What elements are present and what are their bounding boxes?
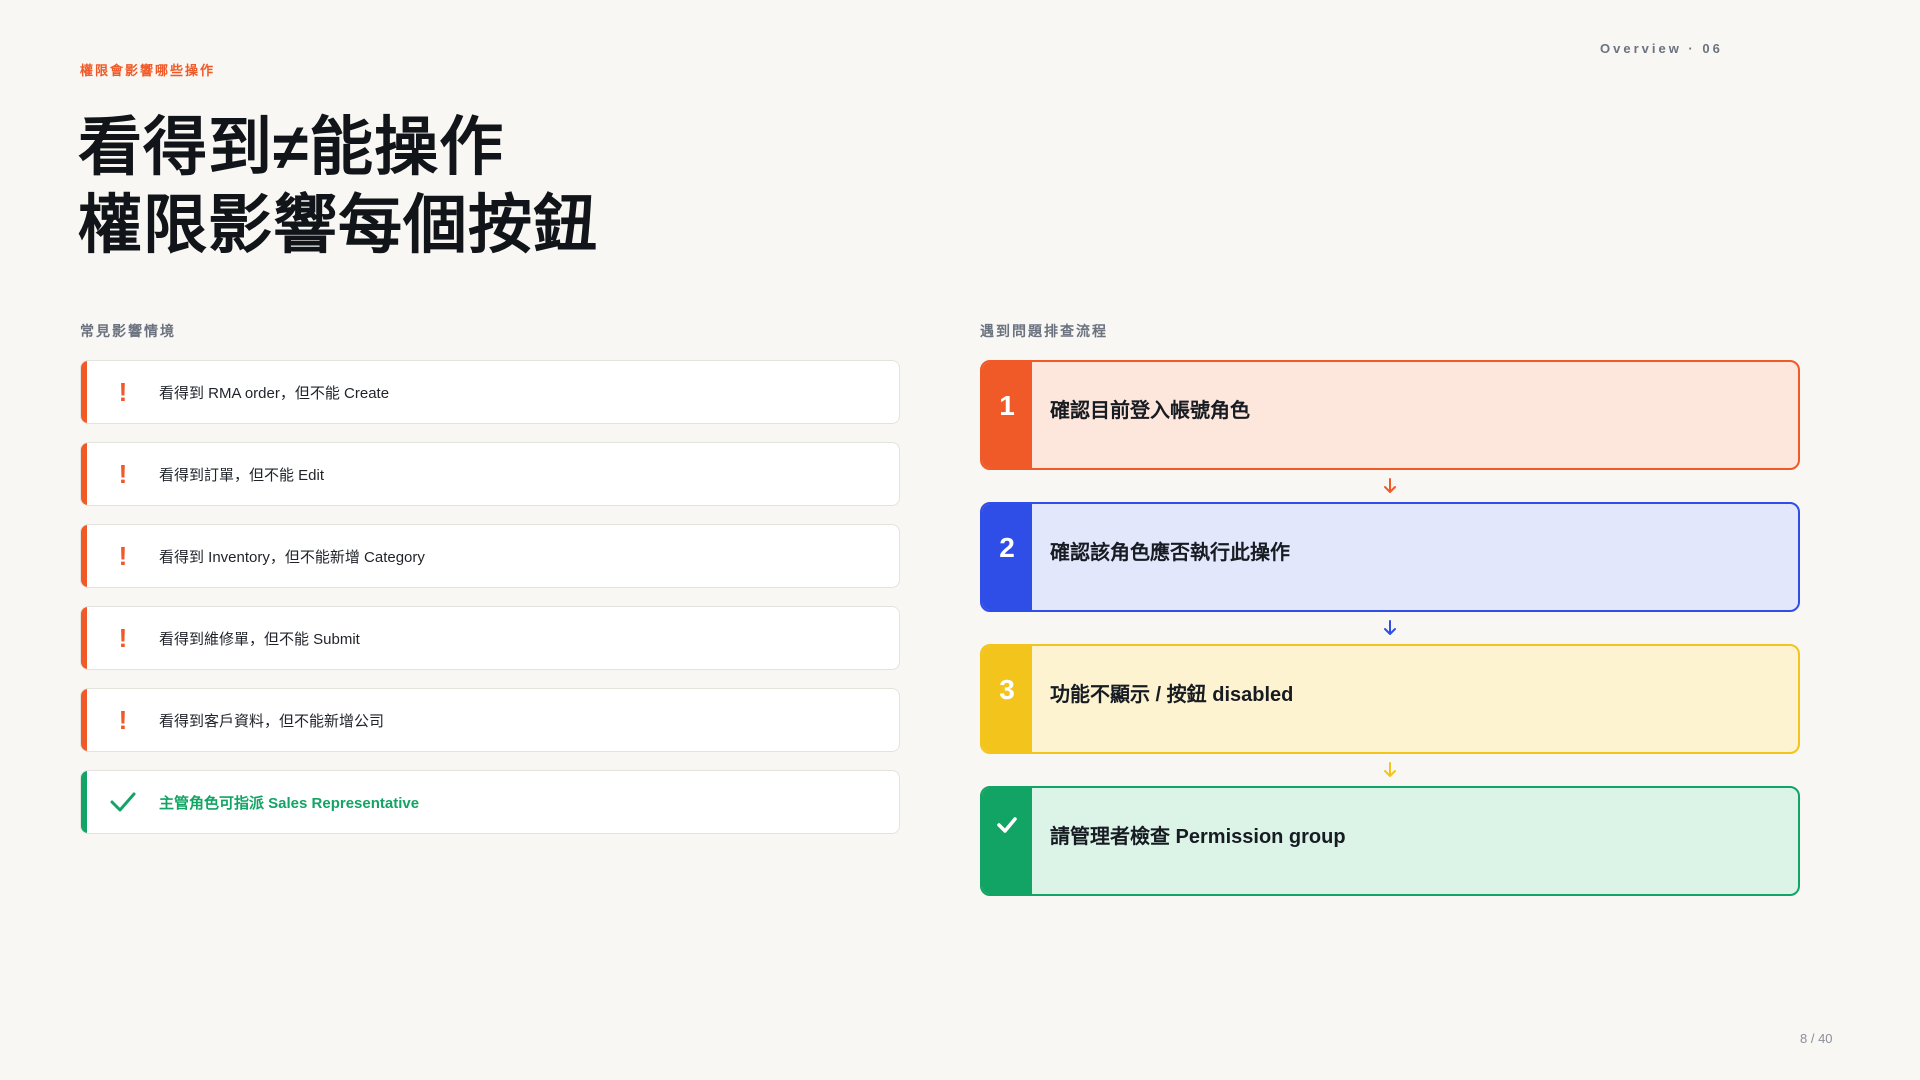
step-text: 確認目前登入帳號角色 (1050, 400, 1250, 422)
checkmark-icon (982, 788, 1032, 894)
step-connector (980, 754, 1800, 786)
exclamation-icon: ! (118, 622, 128, 653)
page-title-line-2: 權限影響每個按鈕 (78, 189, 598, 261)
step-number: 2 (982, 504, 1032, 610)
issue-accent-bar (81, 525, 87, 587)
arrow-down-icon (1384, 478, 1396, 493)
exclamation-icon: ! (118, 458, 128, 489)
issue-item: ! 看得到 RMA order，但不能 Create (80, 360, 900, 424)
page-title: 看得到≠能操作 權限影響每個按鈕 (78, 108, 598, 264)
exclamation-icon: ! (118, 704, 128, 735)
issue-text: 看得到維修單，但不能 Submit (159, 630, 360, 648)
checkmark-icon (103, 792, 143, 812)
issue-item: ! 看得到訂單，但不能 Edit (80, 442, 900, 506)
troubleshooting-steps: 1 確認目前登入帳號角色 2 確認該角色應否執行此操作 3 功能不顯示 / 按鈕… (980, 360, 1800, 896)
issue-accent-bar (81, 689, 87, 751)
issue-text: 看得到客戶資料，但不能新增公司 (159, 712, 385, 730)
section-meta: Overview · 06 (1600, 41, 1723, 56)
step-card-4: 請管理者檢查 Permission group (980, 786, 1800, 896)
steps-section-label: 遇到問題排查流程 (980, 323, 1108, 339)
issue-item: ! 看得到 Inventory，但不能新增 Category (80, 524, 900, 588)
issue-accent-bar (81, 607, 87, 669)
exclamation-icon: ! (118, 540, 128, 571)
issue-text: 看得到訂單，但不能 Edit (159, 466, 325, 484)
issue-text: 看得到 RMA order，但不能 Create (159, 384, 390, 402)
issue-accent-bar (81, 443, 87, 505)
step-card-3: 3 功能不顯示 / 按鈕 disabled (980, 644, 1800, 754)
step-number: 1 (982, 362, 1032, 468)
arrow-down-icon (1384, 620, 1396, 635)
step-text: 功能不顯示 / 按鈕 disabled (1050, 684, 1294, 706)
page-title-line-1: 看得到≠能操作 (78, 111, 505, 183)
step-connector (980, 470, 1800, 502)
step-connector (980, 612, 1800, 644)
step-card-1: 1 確認目前登入帳號角色 (980, 360, 1800, 470)
exclamation-icon: ! (118, 376, 128, 407)
step-text: 確認該角色應否執行此操作 (1050, 542, 1290, 564)
issues-list: ! 看得到 RMA order，但不能 Create ! 看得到訂單，但不能 E… (80, 360, 900, 852)
issue-text: 看得到 Inventory，但不能新增 Category (159, 548, 425, 566)
issues-section-label: 常見影響情境 (80, 323, 176, 339)
eyebrow-label: 權限會影響哪些操作 (80, 63, 216, 78)
issue-item-success: 主管角色可指派 Sales Representative (80, 770, 900, 834)
issue-item: ! 看得到客戶資料，但不能新增公司 (80, 688, 900, 752)
step-card-2: 2 確認該角色應否執行此操作 (980, 502, 1800, 612)
issue-text: 主管角色可指派 Sales Representative (159, 794, 420, 812)
issue-accent-bar (81, 771, 87, 833)
step-number: 3 (982, 646, 1032, 752)
page-number: 8 / 40 (1800, 1031, 1833, 1046)
arrow-down-icon (1384, 762, 1396, 777)
issue-accent-bar (81, 361, 87, 423)
step-text: 請管理者檢查 Permission group (1050, 826, 1346, 848)
issue-item: ! 看得到維修單，但不能 Submit (80, 606, 900, 670)
